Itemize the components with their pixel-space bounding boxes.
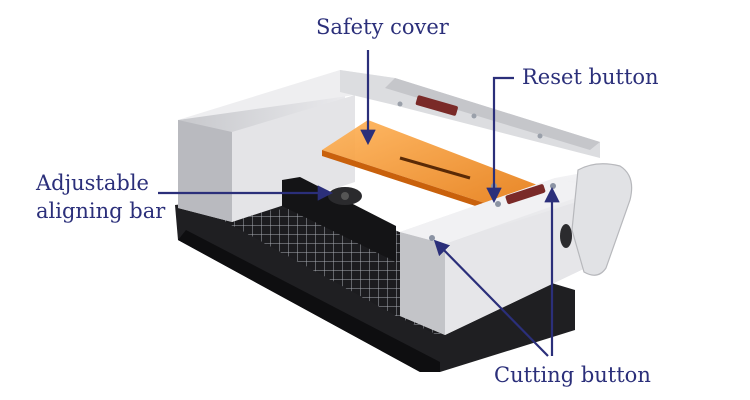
aligning-bar-label-line1: Adjustable xyxy=(36,171,149,195)
back-frame xyxy=(340,70,600,158)
safety-cover-label: Safety cover xyxy=(316,15,449,39)
aligning-bar-shape xyxy=(282,177,396,262)
reset-button-leader xyxy=(486,76,514,204)
reset-button-label: Reset button xyxy=(522,65,659,89)
aligning-bar-label-line2: aligning bar xyxy=(36,199,166,223)
leader-lines xyxy=(158,50,560,357)
side-handle xyxy=(560,163,633,276)
safety-cover-shape xyxy=(322,120,540,214)
cutting-button-label: Cutting button xyxy=(494,363,651,387)
cutting-button-leader-left xyxy=(433,239,549,357)
